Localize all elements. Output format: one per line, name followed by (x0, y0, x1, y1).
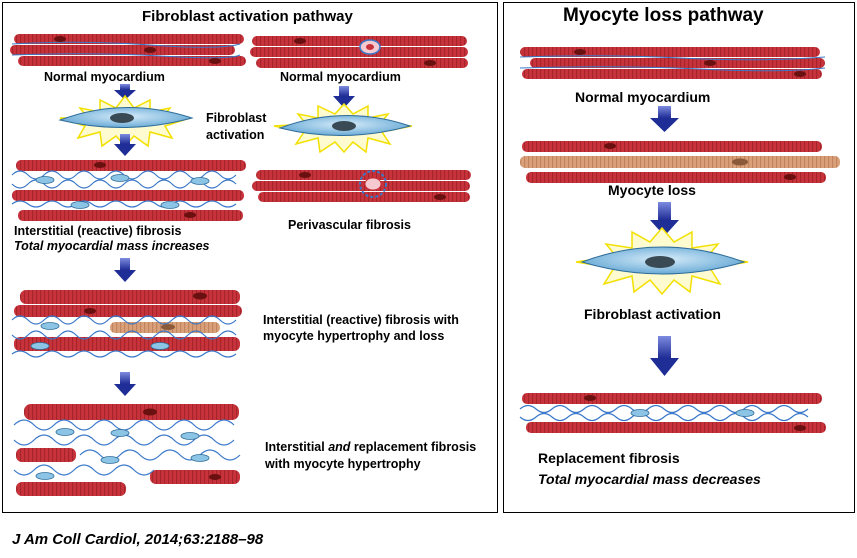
normal-myocardium-illustration-left-2 (250, 36, 468, 68)
normal-myocardium-label-left-2: Normal myocardium (280, 70, 401, 84)
arrow-down-icon (658, 106, 671, 118)
fibroblast-pathway-title: Fibroblast activation pathway (142, 8, 353, 25)
arrow-down-icon (650, 358, 679, 376)
mass-increase-label: Total myocardial mass increases (14, 239, 210, 253)
replacement-fibrosis-illustration-left (13, 404, 241, 496)
arrow-down-icon (114, 144, 136, 156)
normal-myocardium-illustration-right (519, 47, 826, 79)
arrow-down-icon (114, 384, 136, 396)
replacement-fibrosis-illustration-right (519, 393, 826, 433)
hypertrophy-loss-illustration (11, 290, 242, 358)
perivascular-fibrosis-illustration (252, 170, 471, 202)
myocyte-loss-illustration (520, 141, 840, 183)
arrow-down-icon (339, 86, 349, 96)
arrow-down-icon (120, 134, 130, 144)
fibroblast-activation-icon-left-2 (273, 102, 413, 154)
hypertrophy-loss-label-line2: myocyte hypertrophy and loss (263, 329, 445, 343)
replacement-line1-post: replacement fibrosis (350, 440, 477, 454)
normal-myocardium-label-left-1: Normal myocardium (44, 70, 165, 84)
arrow-down-icon (120, 258, 130, 270)
myocyte-loss-label: Myocyte loss (608, 182, 696, 198)
normal-myocardium-illustration-left-1 (10, 34, 246, 66)
arrow-down-icon (650, 118, 679, 132)
interstitial-fibrosis-label: Interstitial (reactive) fibrosis (14, 224, 182, 238)
replacement-line1-em: and (328, 440, 351, 454)
arrow-down-icon (120, 372, 130, 384)
arrow-down-icon (658, 336, 671, 358)
fibroblast-activation-label-right: Fibroblast activation (584, 306, 721, 322)
mass-decrease-label: Total myocardial mass decreases (538, 471, 761, 487)
arrow-down-icon (658, 202, 671, 220)
fibroblast-activation-panel (2, 2, 498, 513)
fibroblast-activation-label-line1: Fibroblast (206, 111, 267, 125)
normal-myocardium-label-right: Normal myocardium (575, 89, 711, 105)
fibroblast-activation-label-line2: activation (206, 128, 265, 142)
replacement-fibrosis-label-line2: with myocyte hypertrophy (265, 457, 421, 471)
arrow-down-icon (114, 270, 136, 282)
hypertrophy-loss-label-line1: Interstitial (reactive) fibrosis with (263, 313, 459, 327)
replacement-fibrosis-label-right: Replacement fibrosis (538, 450, 680, 466)
fibroblast-activation-icon-right (575, 226, 749, 296)
interstitial-fibrosis-illustration (11, 160, 246, 221)
citation: J Am Coll Cardiol, 2014;63:2188–98 (12, 531, 264, 548)
perivascular-fibrosis-label: Perivascular fibrosis (288, 218, 411, 232)
arrow-down-icon (650, 220, 679, 236)
arrow-down-icon (333, 96, 355, 108)
replacement-fibrosis-label-line1: Interstitial and replacement fibrosis (265, 440, 476, 455)
myocyte-loss-pathway-title: Myocyte loss pathway (563, 5, 764, 26)
replacement-line1-pre: Interstitial (265, 440, 329, 454)
arrow-down-icon (120, 84, 130, 90)
